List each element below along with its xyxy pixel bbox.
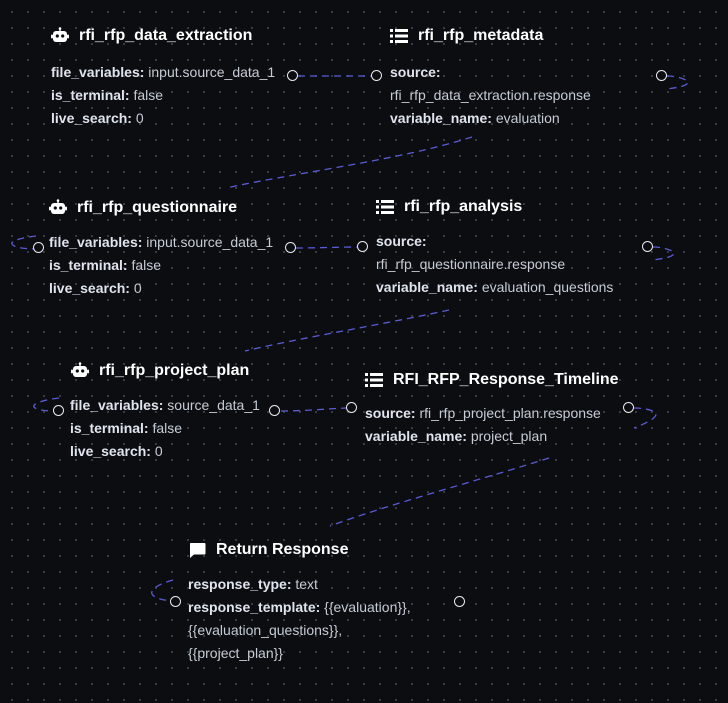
edge-project-plan-to-timeline [280,407,347,412]
node-title: RFI_RFP_Response_Timeline [393,371,619,388]
node-title-row: rfi_rfp_data_extraction [51,27,275,45]
node-title-row: rfi_rfp_project_plan [71,362,260,380]
field-row: source: rfi_rfp_project_plan.response [365,405,601,421]
node-title-row: rfi_rfp_questionnaire [49,199,273,217]
node-title: Return Response [216,541,349,558]
edge-timeline-out [633,407,657,429]
output-port[interactable] [285,242,296,253]
field-row: rfi_rfp_questionnaire.response [376,256,566,272]
input-port[interactable] [371,70,382,81]
output-port[interactable] [623,402,634,413]
node-title: rfi_rfp_metadata [418,27,544,44]
field-row: {{project_plan}} [188,645,283,661]
field-row: rfi_rfp_data_extraction.response [390,87,591,103]
output-port[interactable] [454,596,465,607]
chat-icon [189,542,206,559]
node-return-response[interactable]: Return Response response_type: text resp… [188,541,411,665]
node-title: rfi_rfp_questionnaire [77,199,238,216]
edge-questionnaire-to-analysis [295,246,359,249]
field-row: file_variables: input.source_data_1 [51,64,276,80]
field-row: response_template: {{evaluation}}, [188,599,411,615]
list-icon [365,372,383,388]
field-row: variable_name: evaluation_questions [376,279,614,295]
field-row: live_search: 0 [49,280,142,296]
node-rfi-rfp-analysis[interactable]: rfi_rfp_analysis source: rfi_rfp_questio… [376,198,613,299]
input-port[interactable] [33,242,44,253]
field-row: live_search: 0 [51,110,144,126]
output-port[interactable] [287,70,298,81]
field-row: is_terminal: false [49,257,162,273]
edge-analysis-to-project-plan [244,309,450,352]
node-title-row: rfi_rfp_metadata [390,27,591,45]
node-title-row: Return Response [189,541,411,559]
field-row: {{evaluation_questions}}, [188,622,343,638]
node-rfi-rfp-response-timeline[interactable]: RFI_RFP_Response_Timeline source: rfi_rf… [365,371,619,448]
output-port[interactable] [642,241,653,252]
output-port[interactable] [656,70,667,81]
list-icon [390,28,408,44]
field-row: is_terminal: false [51,87,164,103]
edge-metadata-to-questionnaire [225,136,473,189]
node-rfi-rfp-metadata[interactable]: rfi_rfp_metadata source: rfi_rfp_data_ex… [390,27,591,130]
robot-icon [71,362,89,380]
list-icon [376,199,394,215]
edge-metadata-out [665,75,689,90]
field-row: live_search: 0 [70,443,163,459]
node-title-row: RFI_RFP_Response_Timeline [365,371,619,389]
node-rfi-rfp-questionnaire[interactable]: rfi_rfp_questionnaire file_variables: in… [49,199,273,300]
field-row: file_variables: source_data_1 [70,397,260,413]
field-row: response_type: text [188,576,318,592]
edge-timeline-to-return [329,457,550,527]
edge-return-in [151,579,177,602]
field-row: variable_name: evaluation [390,110,560,126]
node-title: rfi_rfp_data_extraction [79,27,253,44]
edge-project-plan-in [33,397,60,412]
input-port[interactable] [170,596,181,607]
field-row: variable_name: project_plan [365,428,548,444]
node-rfi-rfp-data-extraction[interactable]: rfi_rfp_data_extraction file_variables: … [51,27,275,130]
node-title-row: rfi_rfp_analysis [376,198,613,216]
node-title: rfi_rfp_project_plan [99,362,250,379]
output-port[interactable] [269,405,280,416]
node-title: rfi_rfp_analysis [404,198,523,215]
edge-questionnaire-in [11,235,41,250]
edge-analysis-out [651,246,675,261]
input-port[interactable] [53,405,64,416]
field-row: source: [376,233,427,249]
node-rfi-rfp-project-plan[interactable]: rfi_rfp_project_plan file_variables: sou… [70,362,260,463]
field-row: is_terminal: false [70,420,183,436]
robot-icon [51,27,69,45]
field-row: source: [390,64,441,80]
field-row: file_variables: input.source_data_1 [49,234,274,250]
robot-icon [49,199,67,217]
input-port[interactable] [346,402,357,413]
input-port[interactable] [357,241,368,252]
